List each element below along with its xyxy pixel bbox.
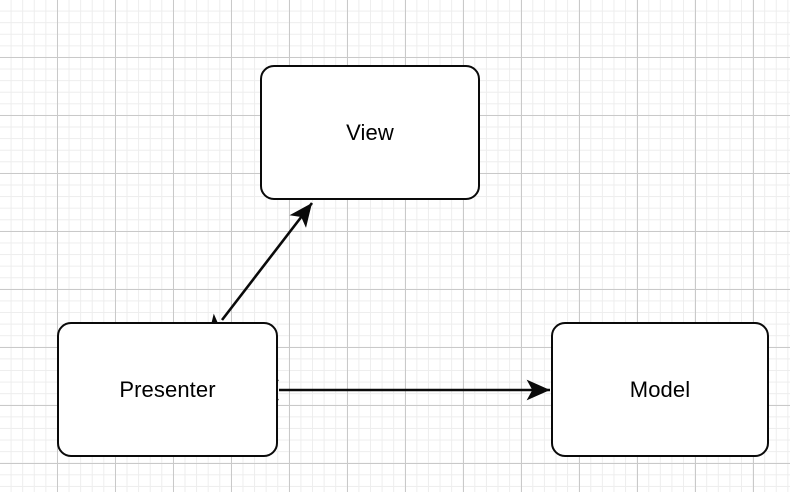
- node-view-label: View: [346, 119, 394, 145]
- connector-presenter-view[interactable]: [207, 202, 314, 339]
- node-view[interactable]: View: [260, 65, 480, 200]
- node-presenter[interactable]: Presenter: [57, 322, 278, 457]
- node-model[interactable]: Model: [551, 322, 769, 457]
- node-presenter-label: Presenter: [119, 376, 216, 402]
- node-model-label: Model: [629, 376, 691, 402]
